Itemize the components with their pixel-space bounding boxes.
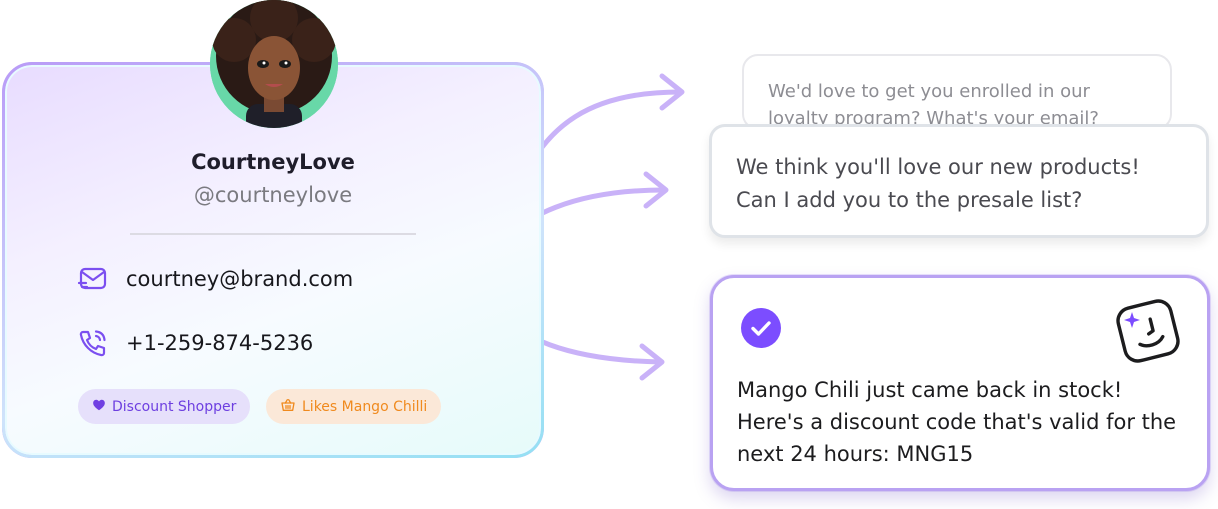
tag-discount-shopper[interactable]: Discount Shopper [78,389,251,424]
message-card-loyalty: We'd love to get you enrolled in our loy… [742,54,1172,130]
ai-assistant-icon [1111,294,1185,368]
message-text: Mango Chili just came back in stock! Her… [737,378,1177,466]
message-text: We'd love to get you enrolled in our loy… [768,81,1099,129]
phone-icon [76,326,110,360]
email-row[interactable]: courtney@brand.com [76,262,353,296]
message-card-presale: We think you'll love our new products! C… [709,124,1209,238]
message-text: We think you'll love our new products! C… [736,155,1140,212]
basket-icon [280,397,296,417]
display-name: CourtneyLove [191,150,355,174]
email-icon [76,262,110,296]
check-icon [740,307,782,349]
tag-label: Discount Shopper [112,398,237,415]
user-handle: @courtneylove [193,183,353,207]
avatar [210,0,338,128]
email-text: courtney@brand.com [126,267,354,291]
tag-label: Likes Mango Chilli [302,398,428,415]
divider [130,233,416,235]
phone-text: +1-259-874-5236 [126,331,314,355]
phone-row[interactable]: +1-259-874-5236 [76,326,313,360]
message-card-discount: Mango Chili just came back in stock! Her… [710,275,1210,491]
tag-likes-mango-chilli[interactable]: Likes Mango Chilli [266,389,442,424]
heart-icon [92,398,106,416]
